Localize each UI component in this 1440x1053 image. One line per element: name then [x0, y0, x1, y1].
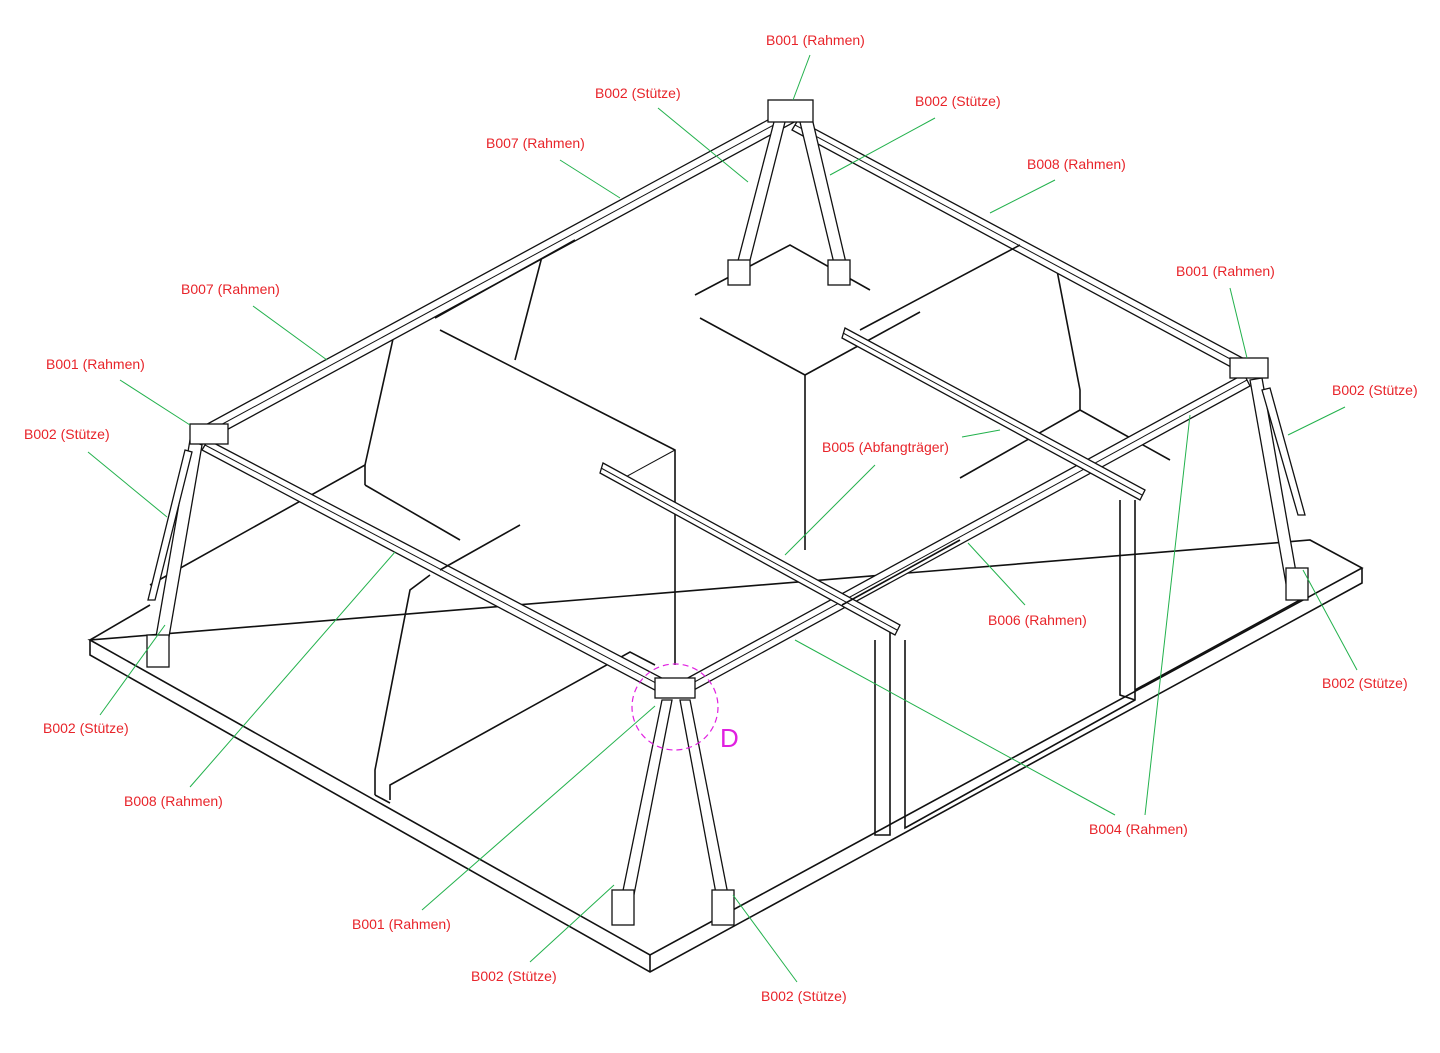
- label-b002-left-upper: B002 (Stütze): [24, 426, 110, 442]
- label-b001-left: B001 (Rahmen): [46, 356, 145, 372]
- label-b005: B005 (Abfangträger): [822, 439, 949, 455]
- label-b001-top: B001 (Rahmen): [766, 32, 865, 48]
- leader-lines: [87, 54, 1358, 983]
- label-b001-right: B001 (Rahmen): [1176, 263, 1275, 279]
- label-b004: B004 (Rahmen): [1089, 821, 1188, 837]
- label-b007-upper: B007 (Rahmen): [486, 135, 585, 151]
- columns: [146, 99, 1309, 926]
- label-b002-front-right: B002 (Stütze): [761, 988, 847, 1004]
- label-b001-front: B001 (Rahmen): [352, 916, 451, 932]
- label-b002-front-left: B002 (Stütze): [471, 968, 557, 984]
- label-b002-left-lower: B002 (Stütze): [43, 720, 129, 736]
- label-b008-lower: B008 (Rahmen): [124, 793, 223, 809]
- detail-circle: [631, 663, 719, 751]
- label-b008-upper: B008 (Rahmen): [1027, 156, 1126, 172]
- label-b002-top-left: B002 (Stütze): [595, 85, 681, 101]
- label-b002-right-upper: B002 (Stütze): [1332, 382, 1418, 398]
- label-b007-lower: B007 (Rahmen): [181, 281, 280, 297]
- label-b006: B006 (Rahmen): [988, 612, 1087, 628]
- frame-beams: [199, 107, 1251, 698]
- label-b002-right-lower: B002 (Stütze): [1322, 675, 1408, 691]
- detail-label: D: [720, 723, 739, 753]
- label-b002-top-right: B002 (Stütze): [915, 93, 1001, 109]
- part-labels: B001 (Rahmen) B002 (Stütze) B002 (Stütze…: [24, 32, 1418, 1004]
